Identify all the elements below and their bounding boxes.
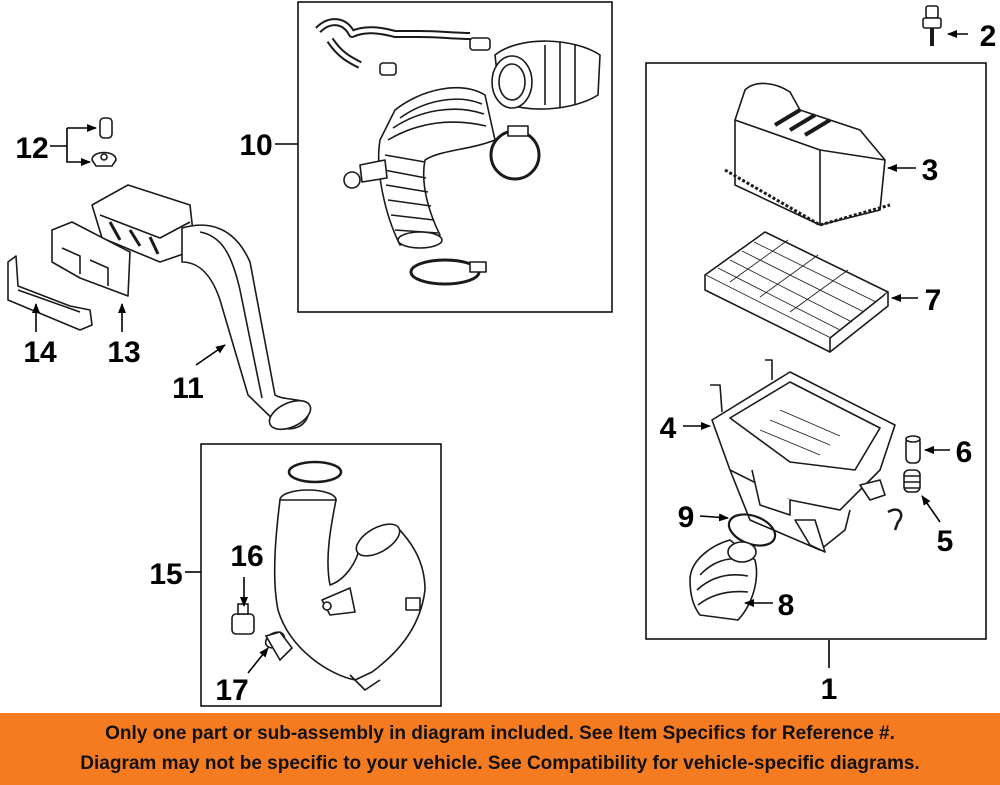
callout-3: 3 [922, 154, 939, 187]
callout-14: 14 [23, 336, 57, 369]
bracket-13-part [51, 221, 131, 297]
support-14-part [7, 255, 93, 331]
disclaimer-line-2: Diagram may not be specific to your vehi… [80, 753, 920, 774]
callout-1: 1 [821, 673, 838, 706]
callout-7: 7 [925, 284, 942, 317]
callout-9: 9 [678, 501, 695, 534]
callout-16: 16 [230, 540, 263, 573]
resonator-15-part [273, 460, 426, 691]
callout-4: 4 [660, 412, 677, 445]
grommet-6-part [905, 435, 921, 464]
grommet-12-part [91, 117, 117, 167]
callout-17: 17 [215, 674, 248, 707]
insulator-5-part [903, 469, 921, 493]
callout-12: 12 [15, 132, 48, 165]
air-filter-part [704, 231, 889, 353]
panel-intake-hose-assembly [297, 1, 613, 313]
callout-11: 11 [172, 372, 204, 405]
callout-6: 6 [956, 436, 973, 469]
disclaimer-line-1: Only one part or sub-assembly in diagram… [105, 723, 895, 744]
insulator-17-part [264, 631, 294, 662]
disclaimer-banner: Only one part or sub-assembly in diagram… [0, 713, 1000, 785]
callout-8: 8 [778, 589, 795, 622]
air-intake-duct-11-part [91, 184, 312, 431]
callout-15: 15 [149, 558, 182, 591]
callout-10: 10 [239, 129, 272, 162]
mount-16-part [231, 603, 255, 635]
air-flow-tube-8-part [689, 539, 758, 621]
callout-leaders [32, 30, 968, 674]
clip-part [887, 508, 903, 531]
air-cleaner-lower-case-part [710, 359, 896, 553]
callout-5: 5 [937, 525, 954, 558]
intake-hose-part [315, 18, 601, 286]
callout-13: 13 [107, 336, 140, 369]
air-cleaner-cover-part [724, 82, 891, 227]
panel-air-cleaner-assembly [645, 62, 987, 640]
panel-resonator-assembly [200, 443, 442, 707]
callout-2: 2 [980, 20, 997, 53]
bolt-2-part [922, 5, 942, 46]
